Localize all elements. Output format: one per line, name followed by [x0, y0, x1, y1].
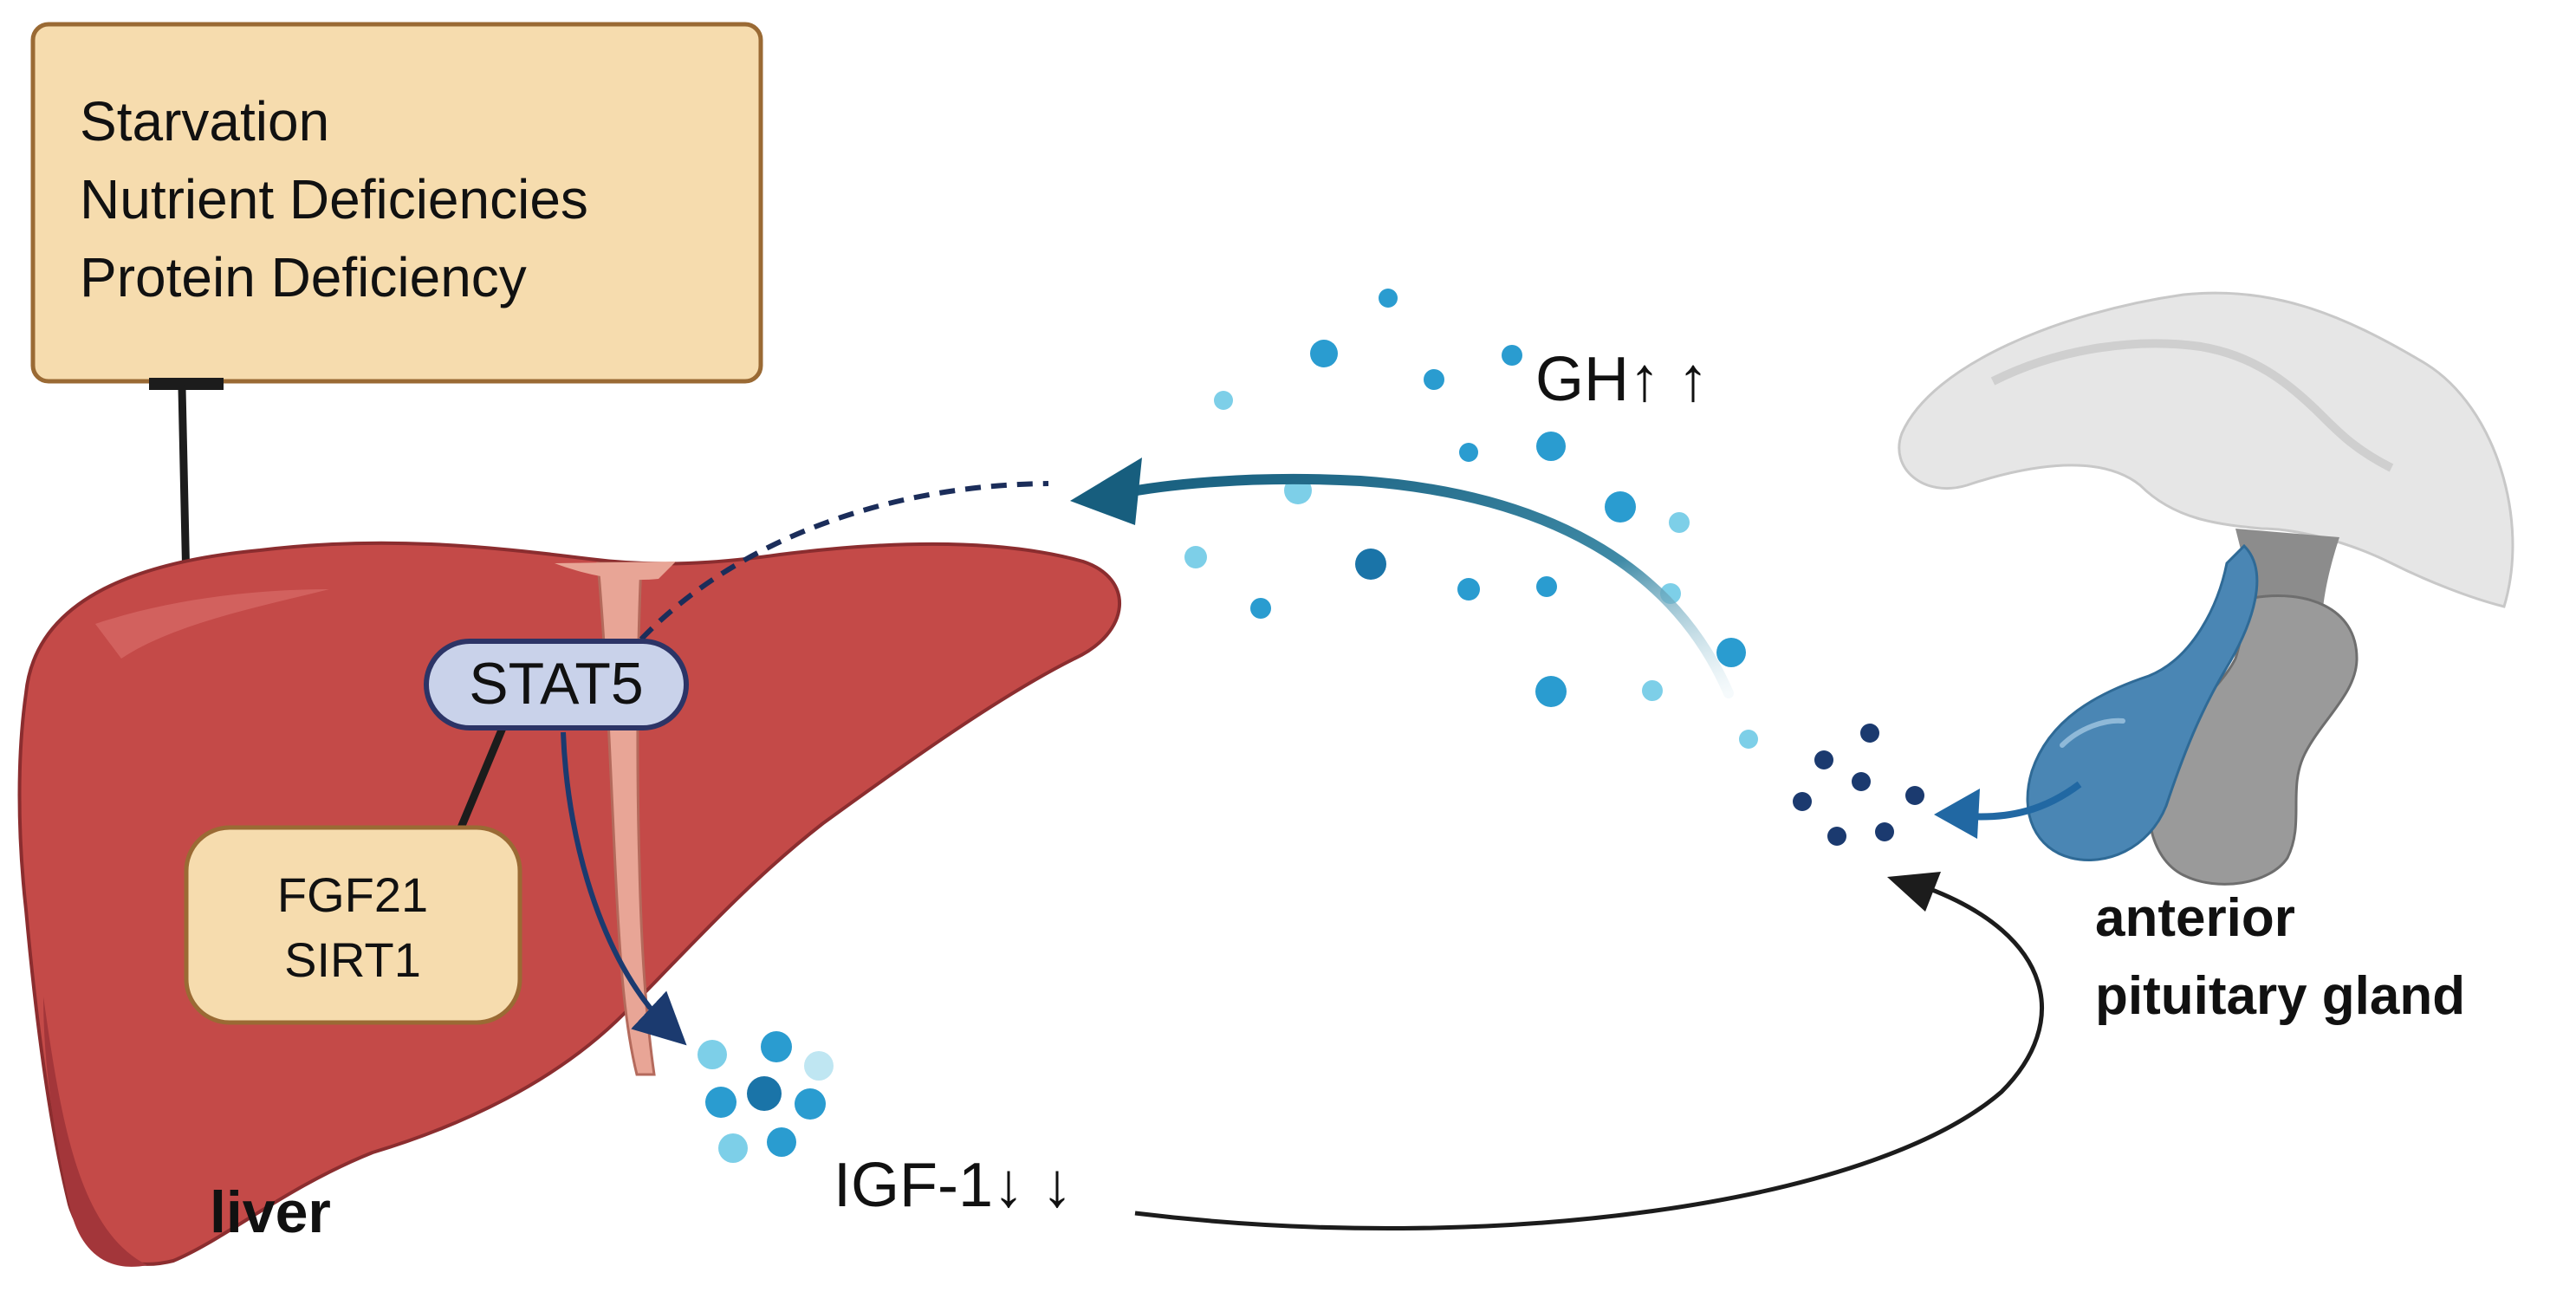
dashed-connector: [621, 481, 1049, 660]
igf1-label: IGF-1↓ ↓: [834, 1151, 1073, 1220]
pituitary-label-line1: anterior: [2095, 888, 2295, 948]
pituitary-secretion-arrow: [1934, 781, 2082, 839]
sirt1-label: SIRT1: [284, 932, 421, 987]
gh-arrow: [1070, 458, 1734, 698]
liver-label: liver: [210, 1179, 331, 1245]
secretion-particles: [1793, 724, 1924, 846]
pituitary-label-line2: pituitary gland: [2095, 966, 2465, 1026]
gh-label: GH↑ ↑: [1535, 345, 1709, 414]
conditions-box: Starvation Nutrient Deficiencies Protein…: [30, 22, 763, 384]
igf1-particles: [698, 1031, 834, 1163]
fgf21-label: FGF21: [277, 867, 428, 922]
stat5-pill: STAT5: [424, 639, 689, 730]
stat5-label: STAT5: [469, 651, 644, 717]
condition-starvation: Starvation: [80, 90, 329, 153]
stat5-fgf-connector: [455, 724, 507, 836]
feedback-arrow: [1134, 872, 2044, 1231]
condition-nutrient-deficiencies: Nutrient Deficiencies: [80, 168, 588, 230]
fgf-box: FGF21 SIRT1: [184, 825, 522, 1025]
gh-particles: [1184, 289, 1758, 749]
pituitary-gland-illustration: [1898, 291, 2514, 886]
condition-protein-deficiency: Protein Deficiency: [80, 246, 527, 308]
stat5-igf-arrow: [561, 731, 687, 1046]
